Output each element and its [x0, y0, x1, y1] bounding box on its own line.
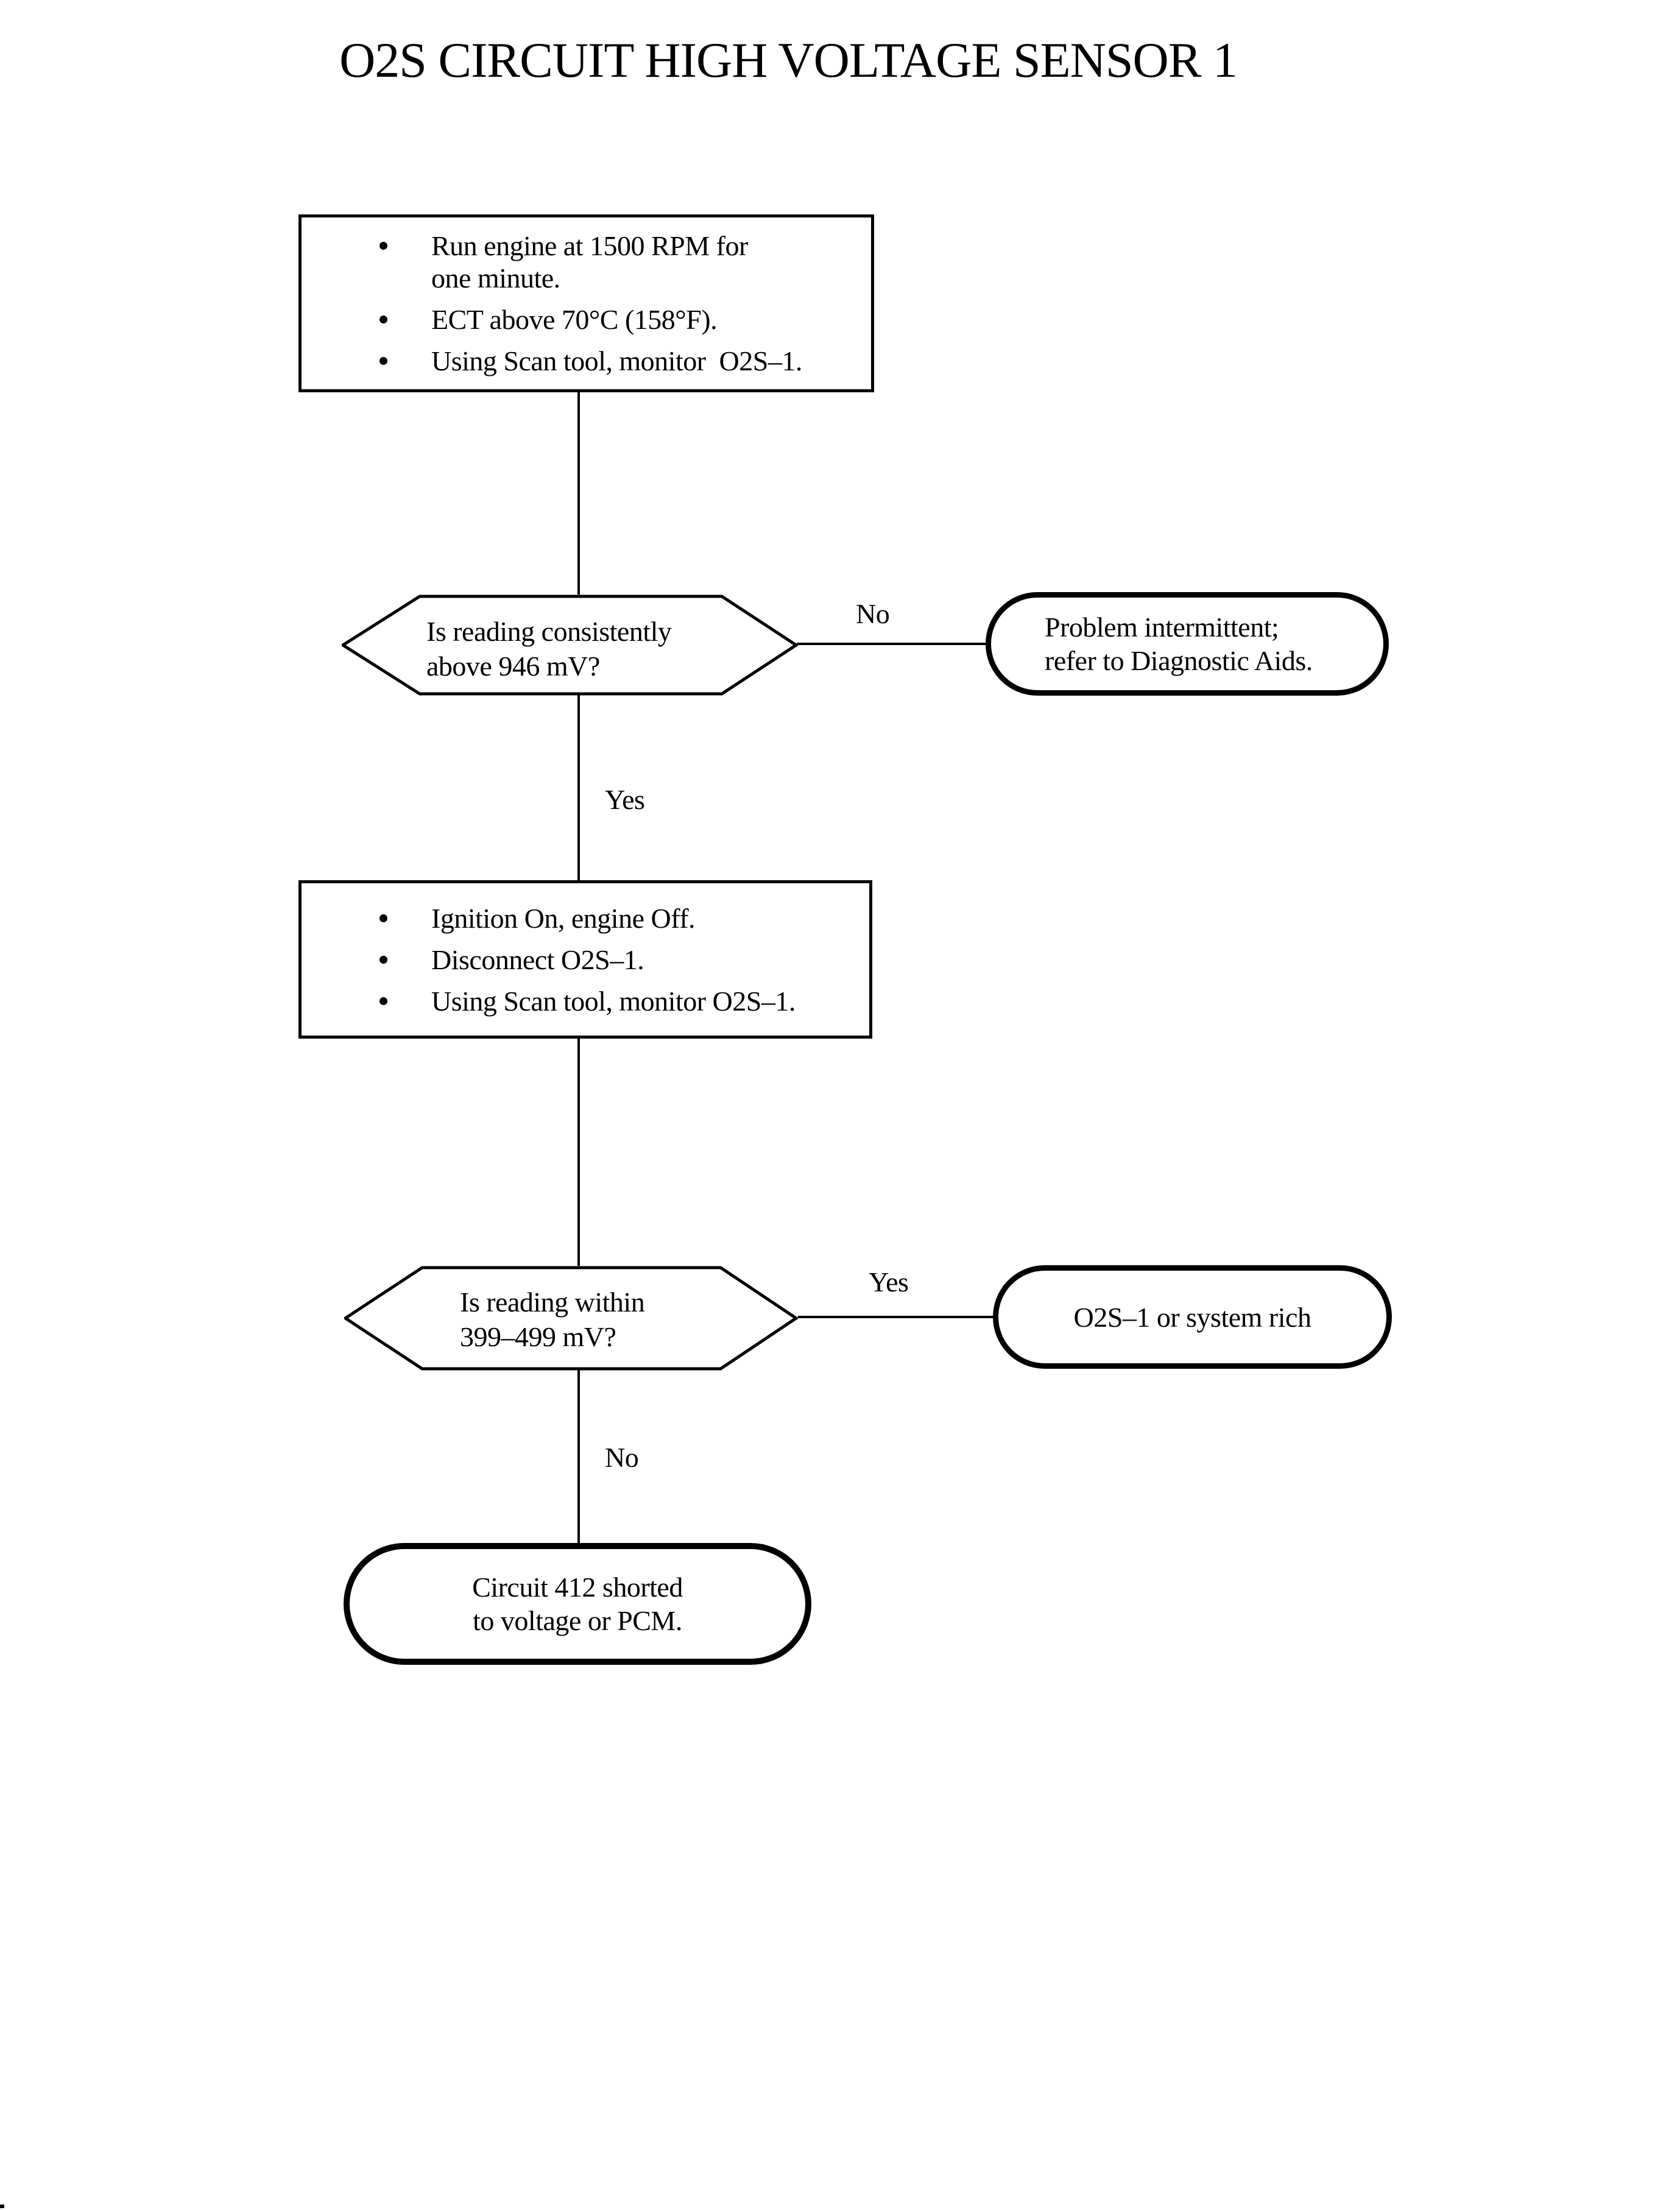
- bullet-list: Ignition On, engine Off. Disconnect O2S–…: [302, 902, 869, 1017]
- connector-decision1-to-terminal1: [797, 643, 988, 645]
- decision-hexagon-399-499mv: Is reading within 399–499 mV?: [344, 1266, 798, 1371]
- terminal-line: Problem intermittent;: [1045, 612, 1279, 643]
- hexagon-shape: [342, 595, 798, 696]
- decision-line: above 946 mV?: [426, 651, 600, 682]
- bullet-line: Disconnect O2S–1.: [431, 944, 644, 975]
- bullet-line: one minute.: [431, 263, 560, 294]
- connector-decision2-to-terminal2: [798, 1316, 995, 1318]
- connector-step2-to-decision2: [577, 1037, 580, 1266]
- decision-text: Is reading within 399–499 mV?: [460, 1285, 645, 1354]
- terminal-line: to voltage or PCM.: [473, 1605, 682, 1636]
- bullet-icon: [379, 955, 387, 964]
- scan-artifact-dot: [0, 2205, 4, 2208]
- edge-label-no: No: [856, 598, 890, 629]
- list-item: Using Scan tool, monitor O2S–1.: [302, 345, 871, 377]
- list-item: ECT above 70°C (158°F).: [302, 303, 871, 336]
- bullet-line: Run engine at 1500 RPM for: [431, 230, 748, 261]
- hexagon-shape: [344, 1266, 798, 1371]
- bullet-text: Run engine at 1500 RPM for one minute.: [431, 230, 748, 294]
- decision-line: Is reading within: [460, 1287, 645, 1318]
- decision-line: Is reading consistently: [426, 616, 672, 647]
- process-box-run-engine: Run engine at 1500 RPM for one minute. E…: [298, 214, 874, 392]
- connector-decision2-to-terminal3: [577, 1369, 580, 1543]
- bullet-line: Ignition On, engine Off.: [431, 902, 696, 934]
- edge-label-yes: Yes: [605, 784, 645, 815]
- edge-label-yes: Yes: [869, 1266, 909, 1297]
- bullet-list: Run engine at 1500 RPM for one minute. E…: [302, 230, 871, 377]
- terminal-line: O2S–1 or system rich: [1073, 1301, 1311, 1333]
- bullet-line: Using Scan tool, monitor O2S–1.: [431, 985, 796, 1017]
- terminal-system-rich: O2S–1 or system rich: [993, 1265, 1392, 1369]
- bullet-icon: [379, 316, 387, 323]
- bullet-icon: [379, 914, 387, 922]
- connector-decision1-to-step2: [577, 694, 580, 880]
- terminal-line: refer to Diagnostic Aids.: [1045, 645, 1313, 676]
- bullet-icon: [379, 997, 387, 1005]
- page-title: O2S CIRCUIT HIGH VOLTAGE SENSOR 1: [339, 32, 1238, 88]
- bullet-icon: [379, 242, 387, 250]
- bullet-icon: [379, 357, 387, 365]
- terminal-line: Circuit 412 shorted: [472, 1572, 683, 1603]
- edge-label-no: No: [605, 1442, 639, 1473]
- list-item: Run engine at 1500 RPM for one minute.: [302, 230, 871, 294]
- decision-line: 399–499 mV?: [460, 1321, 616, 1352]
- decision-hexagon-946mv: Is reading consistently above 946 mV?: [342, 595, 798, 696]
- list-item: Ignition On, engine Off.: [302, 902, 869, 934]
- list-item: Disconnect O2S–1.: [302, 944, 869, 976]
- bullet-line: Using Scan tool, monitor O2S–1.: [431, 345, 802, 376]
- list-item: Using Scan tool, monitor O2S–1.: [302, 985, 869, 1017]
- terminal-problem-intermittent: Problem intermittent; refer to Diagnosti…: [986, 592, 1389, 696]
- terminal-circuit-412-shorted: Circuit 412 shorted to voltage or PCM.: [344, 1543, 811, 1665]
- decision-text: Is reading consistently above 946 mV?: [426, 614, 672, 683]
- bullet-line: ECT above 70°C (158°F).: [431, 304, 718, 335]
- process-box-ignition-on: Ignition On, engine Off. Disconnect O2S–…: [298, 880, 872, 1039]
- connector-step1-to-decision1: [577, 392, 580, 595]
